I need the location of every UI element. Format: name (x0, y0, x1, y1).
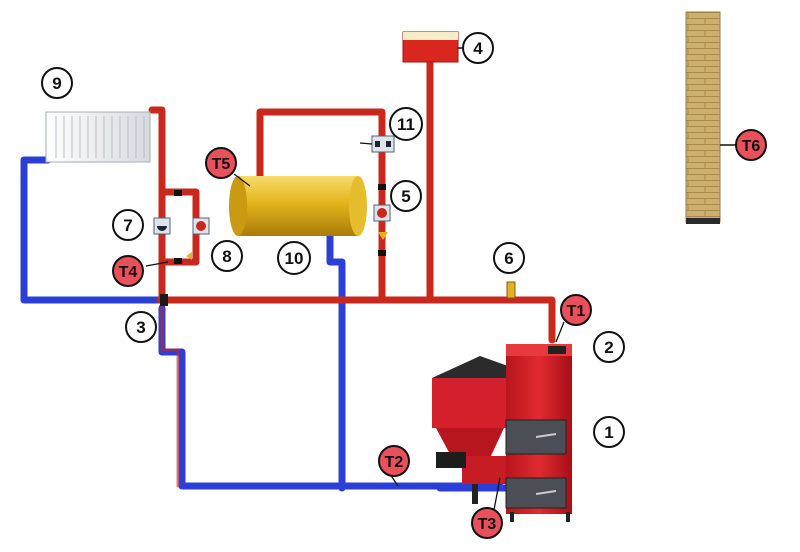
sensor-t4: T4 (112, 255, 144, 287)
radiator (45, 111, 151, 163)
svg-text:T4: T4 (119, 264, 138, 281)
sensor-t3: T3 (471, 507, 503, 539)
sensor-t6: T6 (735, 129, 767, 161)
svg-text:9: 9 (52, 74, 61, 93)
brick-chimney (685, 11, 736, 224)
svg-text:T6: T6 (742, 138, 761, 155)
svg-text:T3: T3 (478, 516, 497, 533)
label-2: 2 (593, 331, 625, 363)
label-3: 3 (125, 311, 157, 343)
hot-water-cylinder (229, 176, 367, 236)
main-supply-pipe (156, 296, 556, 344)
svg-text:3: 3 (136, 318, 145, 337)
sensor-t2: T2 (378, 445, 410, 477)
svg-text:2: 2 (604, 338, 613, 357)
label-4: 4 (462, 32, 494, 64)
svg-text:7: 7 (123, 216, 132, 235)
radiator-supply-pipe (148, 106, 166, 304)
label-7: 7 (112, 209, 144, 241)
label-1: 1 (593, 416, 625, 448)
svg-text:6: 6 (504, 249, 513, 268)
pump-7 (153, 217, 171, 235)
safety-valve-6 (506, 281, 516, 299)
sensor-t1: T1 (560, 294, 592, 326)
svg-text:T2: T2 (385, 454, 404, 471)
label-6: 6 (493, 242, 525, 274)
svg-text:11: 11 (397, 115, 415, 134)
svg-text:8: 8 (222, 247, 231, 266)
boiler-with-hopper (432, 344, 572, 522)
sensor-t5: T5 (205, 147, 237, 179)
pump-5 (373, 204, 391, 222)
left-bypass-red (160, 298, 180, 488)
svg-text:T1: T1 (567, 303, 586, 320)
label-9: 9 (41, 67, 73, 99)
radiator-return-pipe (20, 156, 164, 304)
label-10: 10 (277, 241, 311, 275)
tank-return-pipe (326, 228, 346, 492)
pump-8-mixing (192, 217, 210, 235)
svg-text:5: 5 (401, 187, 410, 206)
svg-text:4: 4 (473, 39, 483, 58)
svg-text:10: 10 (285, 249, 304, 268)
pump-11 (371, 135, 395, 153)
label-11: 11 (389, 107, 423, 141)
valves (160, 184, 388, 306)
svg-text:T5: T5 (212, 156, 231, 173)
label-5: 5 (390, 180, 422, 212)
leader-lines (145, 142, 565, 511)
expansion-vessel (402, 31, 466, 63)
label-8: 8 (211, 240, 243, 272)
svg-text:1: 1 (604, 423, 613, 442)
